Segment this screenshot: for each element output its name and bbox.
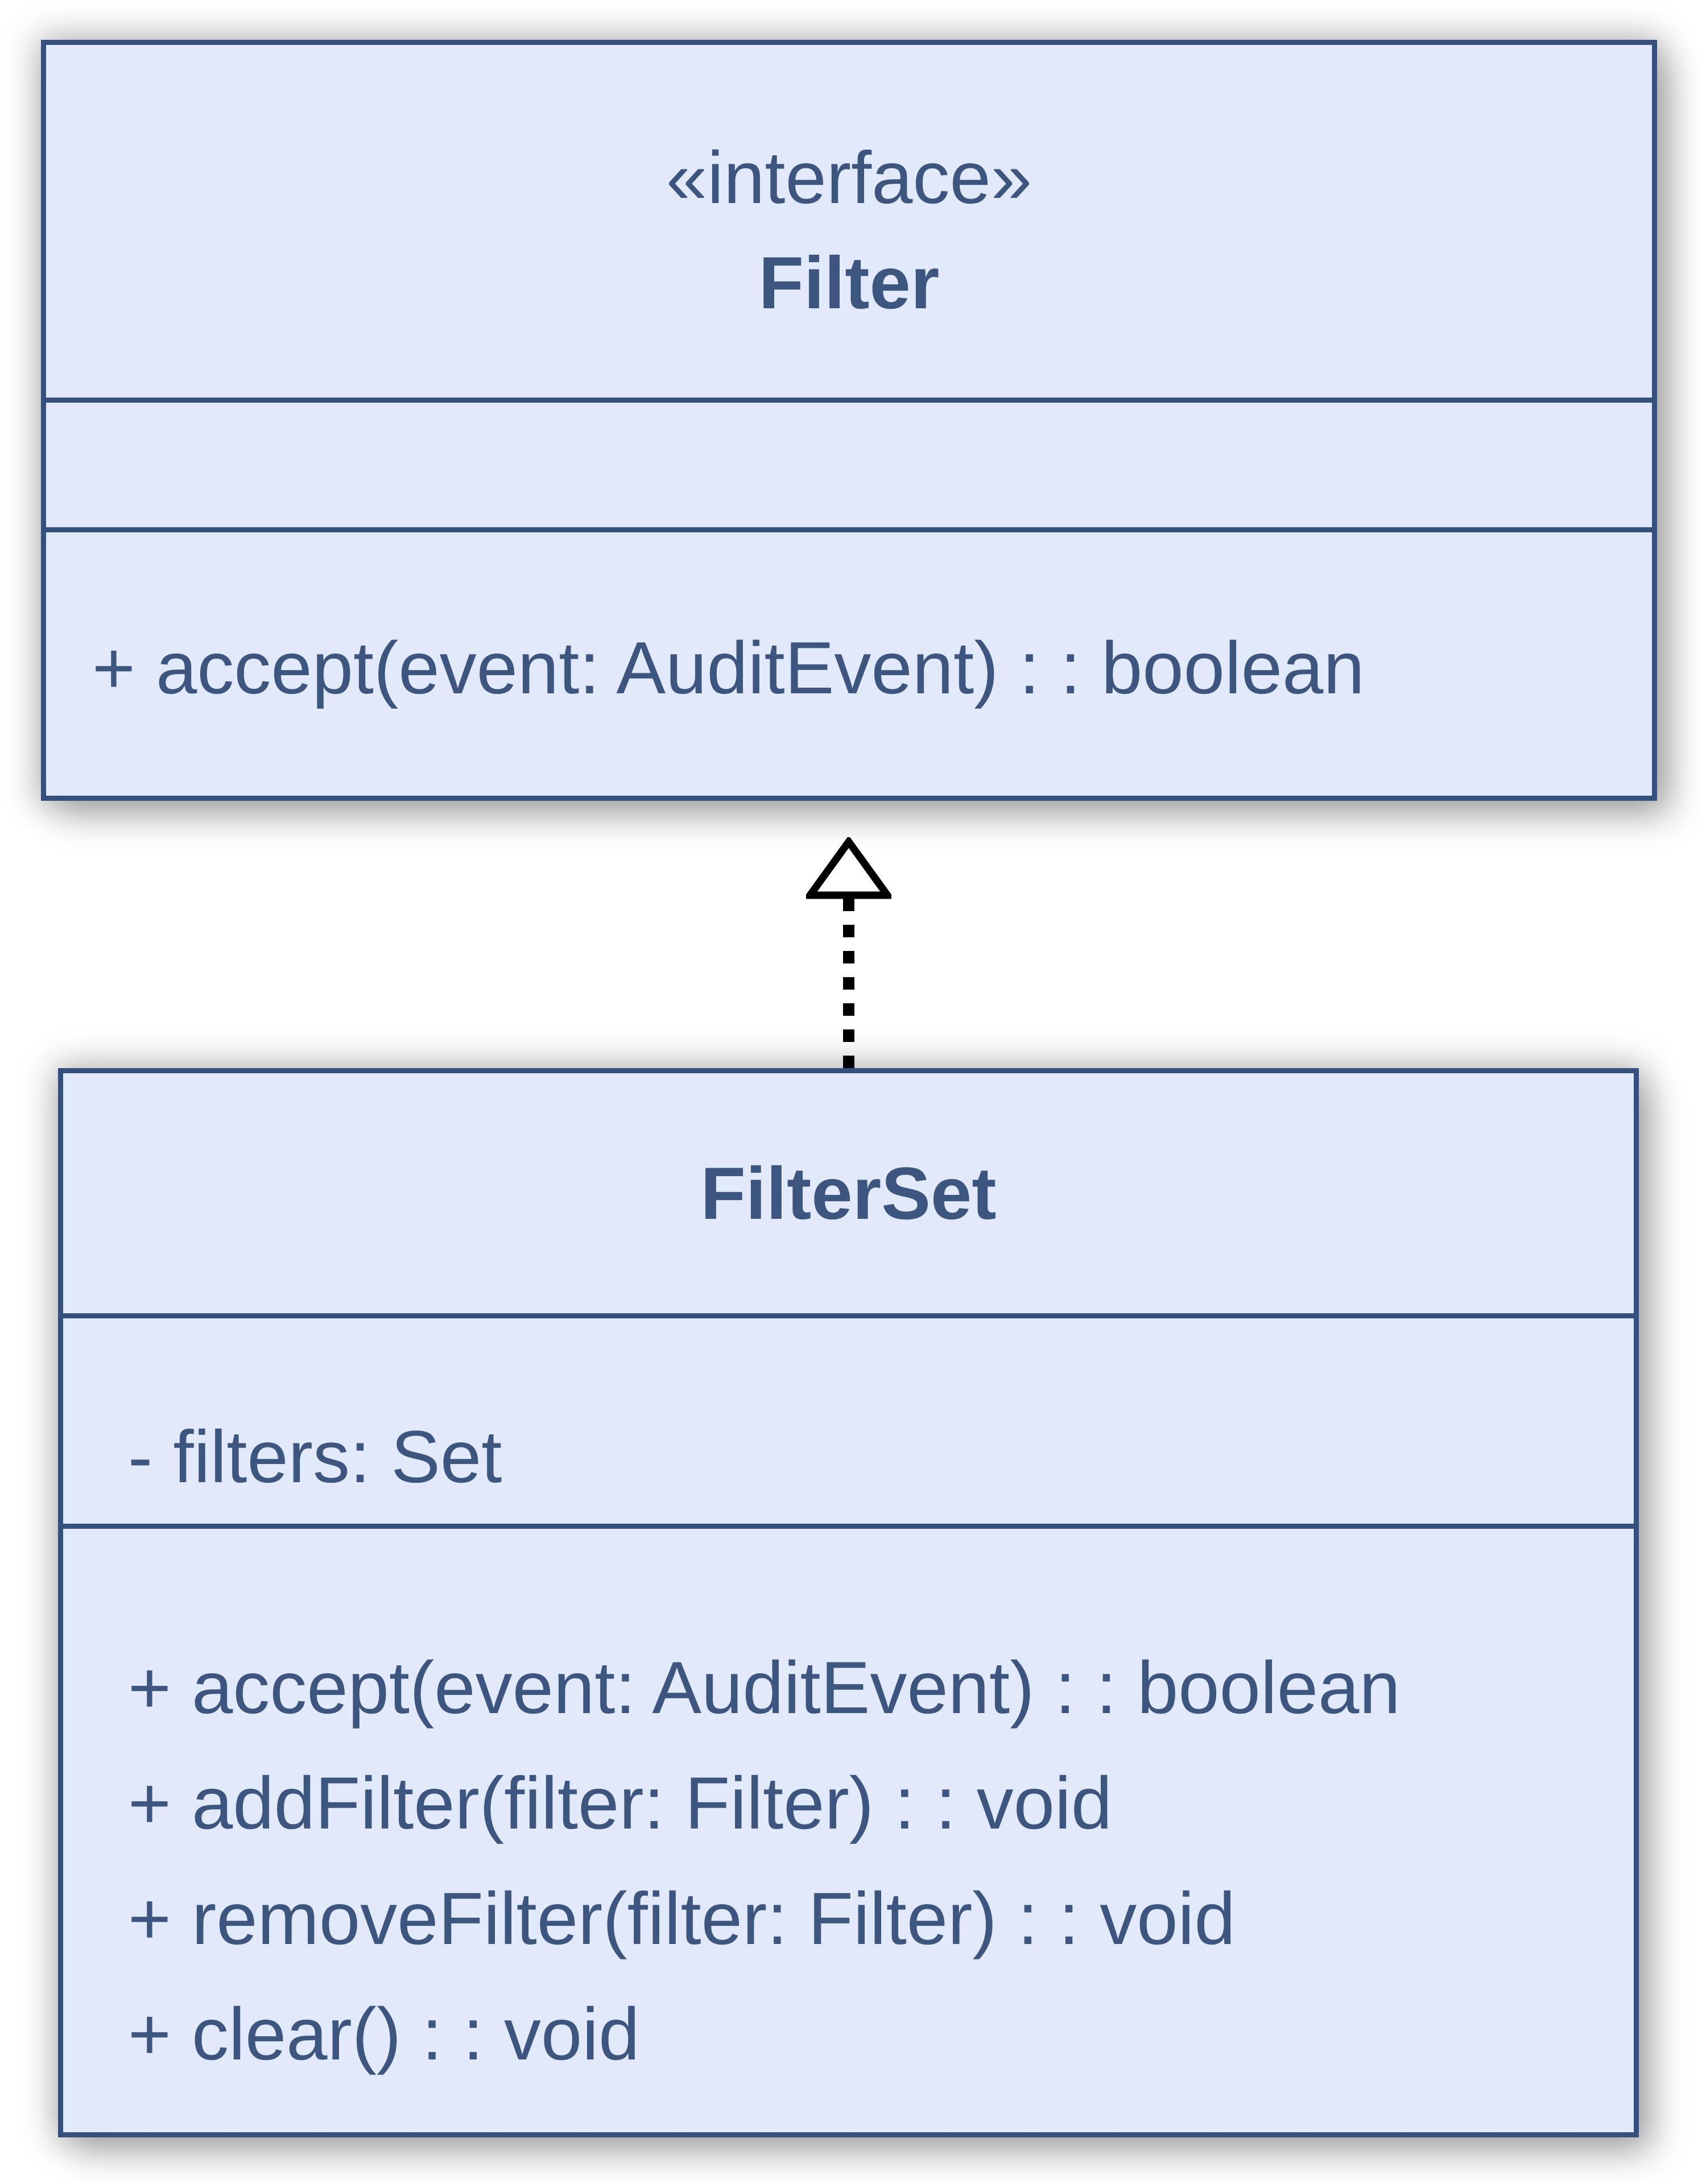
class-box-filter: «interface» Filter + accept(event: Audit… (41, 40, 1657, 801)
filterset-method-clear: + clear() : : void (128, 1992, 640, 2075)
filter-title-compartment: «interface» Filter (46, 45, 1652, 398)
filterset-method-accept: + accept(event: AuditEvent) : : boolean (128, 1646, 1401, 1729)
filterset-method-addfilter: + addFilter(filter: Filter) : : void (128, 1761, 1113, 1844)
filter-method-accept: + accept(event: AuditEvent) : : boolean (92, 626, 1365, 709)
filterset-class-name: FilterSet (700, 1152, 997, 1235)
hollow-triangle-arrowhead-icon (806, 837, 891, 899)
filterset-method-removefilter: + removeFilter(filter: Filter) : : void (128, 1877, 1236, 1960)
filter-stereotype-label: «interface» (666, 136, 1032, 219)
filter-class-name: Filter (758, 241, 940, 324)
filterset-methods-compartment: + accept(event: AuditEvent) : : boolean … (63, 1524, 1634, 2132)
filterset-title-compartment: FilterSet (63, 1073, 1634, 1313)
filter-methods-compartment: + accept(event: AuditEvent) : : boolean (46, 527, 1652, 796)
class-box-filterset: FilterSet - filters: Set + accept(event:… (58, 1068, 1639, 2137)
filterset-attributes-compartment: - filters: Set (63, 1313, 1634, 1524)
filter-attributes-compartment (46, 398, 1652, 527)
filterset-attribute-filters: - filters: Set (128, 1415, 502, 1498)
dashed-arrow-shaft (843, 899, 854, 1068)
